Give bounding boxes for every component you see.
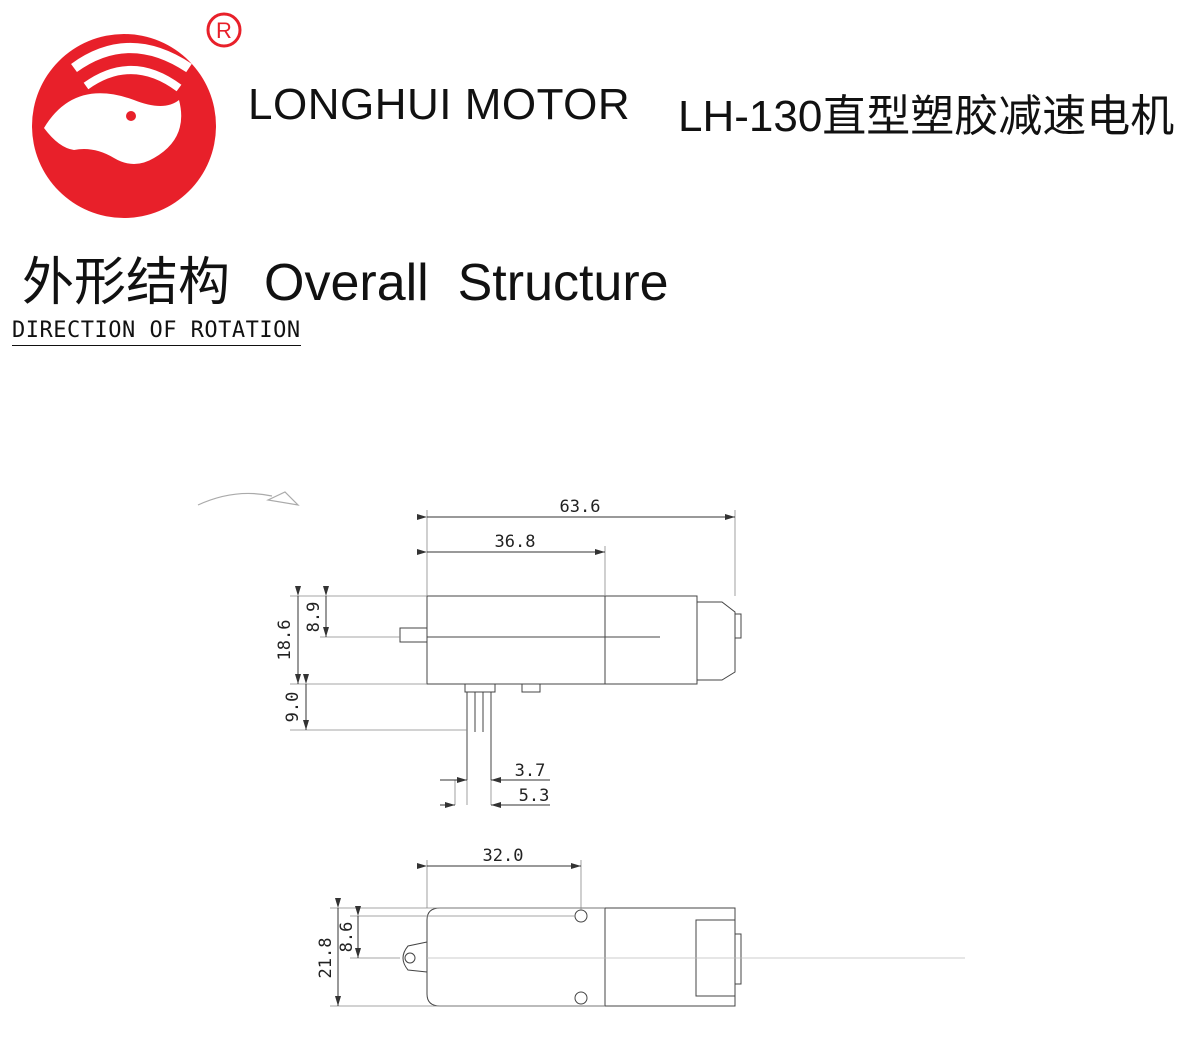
dim-terminal-pitch: 3.7 — [515, 761, 546, 781]
dim-body-height: 18.6 — [275, 620, 295, 661]
direction-of-rotation-label: DIRECTION OF ROTATION — [12, 318, 301, 346]
dim-shaft-offset: 8.9 — [304, 602, 324, 633]
dim-terminal-height: 9.0 — [283, 692, 303, 723]
longhui-logo: R — [32, 12, 242, 218]
brand-name: LONGHUI MOTOR — [248, 80, 631, 129]
section-title: 外形结构 Overall Structure — [22, 240, 669, 315]
dim-terminal-span: 5.3 — [519, 786, 550, 806]
top-view — [402, 907, 965, 1007]
dim-total-length: 63.6 — [560, 497, 601, 517]
section-title-en: Overall Structure — [264, 254, 669, 312]
dim-mount-hole-distance: 32.0 — [483, 846, 524, 866]
dim-gearbox-length: 36.8 — [495, 532, 536, 552]
dim-mount-offset: 8.6 — [337, 922, 357, 953]
dim-width: 21.8 — [316, 938, 336, 979]
side-view — [399, 595, 742, 780]
registered-mark: R — [216, 18, 232, 43]
section-title-zh: 外形结构 — [22, 253, 231, 313]
model-title: LH-130直型塑胶减速电机 — [678, 92, 1175, 141]
rotation-arrow-icon — [197, 491, 300, 506]
